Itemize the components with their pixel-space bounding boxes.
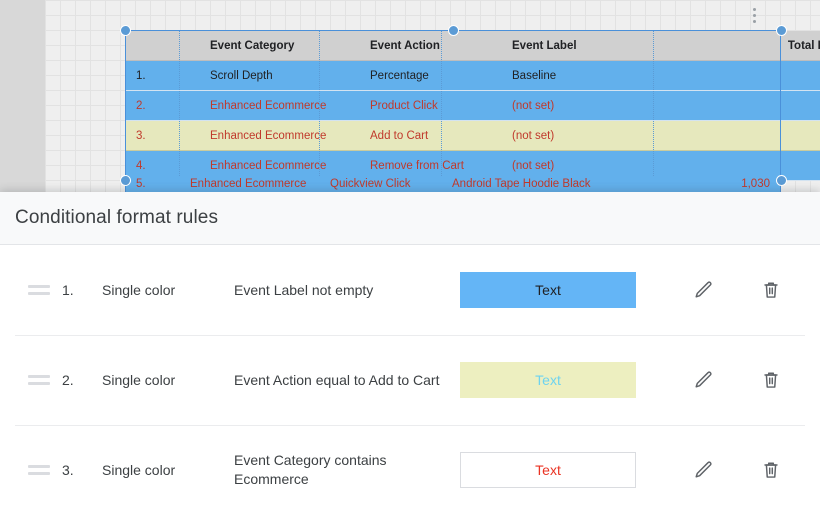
bar <box>28 375 50 378</box>
cell-event-label: (not set) <box>502 150 734 181</box>
rule-condition: Event Category contains Ecommerce <box>234 452 387 487</box>
bar <box>28 465 50 468</box>
rule-type: Single color <box>102 462 176 478</box>
table-body: 1. Scroll Depth Percentage Baseline 120,… <box>126 60 820 181</box>
cell-event-label: Baseline <box>502 60 734 91</box>
rule-type: Single color <box>102 372 176 388</box>
drag-handle-icon[interactable] <box>28 285 50 295</box>
table-row[interactable]: 3. Enhanced Ecommerce Add to Cart (not s… <box>126 120 820 151</box>
cell-event-action: Product Click <box>360 90 502 121</box>
rule-preview-text: Text <box>535 282 561 298</box>
cell-event-category: Enhanced Ecommerce <box>200 90 360 121</box>
table-row[interactable]: 2. Enhanced Ecommerce Product Click (not… <box>126 90 820 121</box>
column-header-index[interactable] <box>126 31 200 61</box>
cell-index: 1. <box>126 60 200 91</box>
table-row[interactable]: 4. Enhanced Ecommerce Remove from Cart (… <box>126 150 820 181</box>
cell-event-action: Quickview Click <box>330 178 411 190</box>
column-header-total-events-label: Total Events <box>787 39 820 52</box>
bar <box>28 382 50 385</box>
cell-index: 5. <box>136 178 146 190</box>
drag-handle-icon[interactable] <box>28 375 50 385</box>
bar <box>28 472 50 475</box>
trash-icon[interactable] <box>758 457 784 483</box>
rule-actions <box>636 277 798 303</box>
cell-event-category: Enhanced Ecommerce <box>200 120 360 151</box>
canvas-left-gutter <box>0 0 45 192</box>
resize-handle-top-center[interactable] <box>448 25 459 36</box>
cell-event-action: Add to Cart <box>360 120 502 151</box>
column-header-event-category[interactable]: Event Category <box>200 31 360 61</box>
resize-handle-bottom-left[interactable] <box>120 175 131 186</box>
column-header-event-label[interactable]: Event Label <box>502 31 734 61</box>
conditional-format-rules-dialog: Conditional format rules 1. Single color… <box>0 192 820 524</box>
cell-event-category: Enhanced Ecommerce <box>190 178 307 190</box>
cell-total-events: 1,866 <box>734 150 820 181</box>
column-header-total-events[interactable]: Total Events ▼ <box>734 31 820 61</box>
bar <box>28 292 50 295</box>
pencil-icon[interactable] <box>690 367 716 393</box>
dot <box>752 13 756 17</box>
cell-total-events: 120,814 <box>734 60 820 91</box>
rule-preview-text: Text <box>535 372 561 388</box>
trash-icon[interactable] <box>758 277 784 303</box>
analytics-table-grid: Event Category Event Action Event Label … <box>126 31 820 181</box>
rule-format-preview[interactable]: Text <box>460 452 636 488</box>
table-row-clipped[interactable]: 5. Enhanced Ecommerce Quickview Click An… <box>126 176 780 192</box>
cell-event-action: Percentage <box>360 60 502 91</box>
cell-index: 4. <box>126 150 200 181</box>
dot <box>752 19 756 23</box>
rule-actions <box>636 367 798 393</box>
rule-condition: Event Action equal to Add to Cart <box>234 371 440 388</box>
table-header: Event Category Event Action Event Label … <box>126 31 820 61</box>
bar <box>28 285 50 288</box>
cell-event-label: Android Tape Hoodie Black <box>452 178 591 190</box>
cell-total-events: 6,385 <box>734 120 820 151</box>
cell-index: 3. <box>126 120 200 151</box>
column-header-event-action[interactable]: Event Action <box>360 31 502 61</box>
resize-handle-top-left[interactable] <box>120 25 131 36</box>
rule-number: 1. <box>62 282 74 298</box>
cell-event-action: Remove from Cart <box>360 150 502 181</box>
resize-handle-bottom-right[interactable] <box>776 175 787 186</box>
more-vert-icon[interactable] <box>747 2 761 28</box>
rule-number: 2. <box>62 372 74 388</box>
rules-list: 1. Single color Event Label not empty Te… <box>0 245 820 515</box>
analytics-table[interactable]: Event Category Event Action Event Label … <box>126 31 820 192</box>
cell-event-label: (not set) <box>502 90 734 121</box>
dialog-header: Conditional format rules <box>0 192 820 245</box>
table-header-row: Event Category Event Action Event Label … <box>126 31 820 61</box>
cell-total-events: 1,030 <box>741 178 770 190</box>
spreadsheet-canvas: Event Category Event Action Event Label … <box>0 0 820 192</box>
rule-preview-text: Text <box>535 462 561 478</box>
rule-condition: Event Label not empty <box>234 281 374 298</box>
trash-icon[interactable] <box>758 367 784 393</box>
cell-event-category: Enhanced Ecommerce <box>200 150 360 181</box>
rule-format-preview[interactable]: Text <box>460 362 636 398</box>
cell-index: 2. <box>126 90 200 121</box>
cell-event-category: Scroll Depth <box>200 60 360 91</box>
drag-handle-icon[interactable] <box>28 465 50 475</box>
cell-event-label: (not set) <box>502 120 734 151</box>
pencil-icon[interactable] <box>690 457 716 483</box>
pencil-icon[interactable] <box>690 277 716 303</box>
resize-handle-top-right[interactable] <box>776 25 787 36</box>
dot <box>752 7 756 11</box>
rule-actions <box>636 457 798 483</box>
rule-row[interactable]: 2. Single color Event Action equal to Ad… <box>0 335 820 425</box>
rule-row[interactable]: 3. Single color Event Category contains … <box>0 425 820 515</box>
table-row[interactable]: 1. Scroll Depth Percentage Baseline 120,… <box>126 60 820 91</box>
cell-total-events: 9,113 <box>734 90 820 121</box>
dialog-title: Conditional format rules <box>15 207 219 228</box>
rule-number: 3. <box>62 462 74 478</box>
rule-row[interactable]: 1. Single color Event Label not empty Te… <box>0 245 820 335</box>
rule-type: Single color <box>102 282 176 298</box>
rule-format-preview[interactable]: Text <box>460 272 636 308</box>
